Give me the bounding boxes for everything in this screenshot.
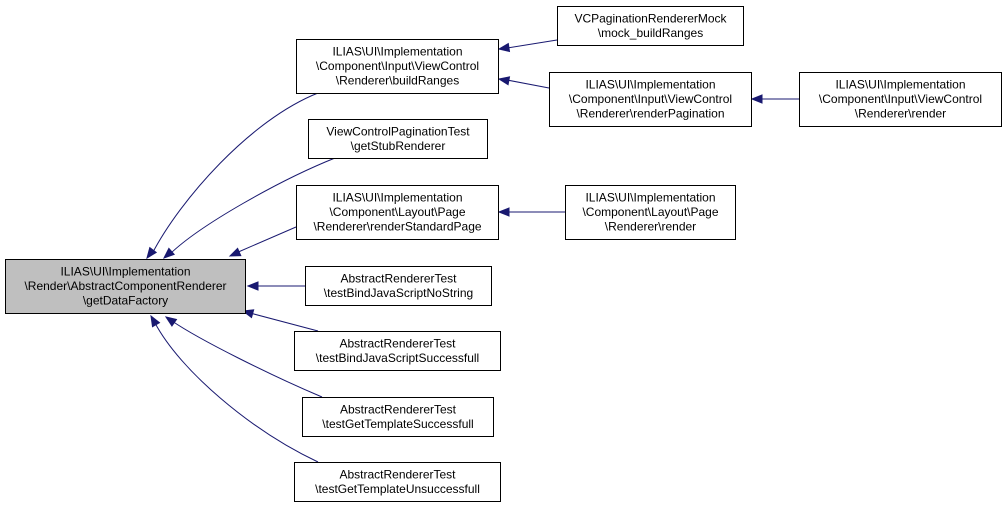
node-box [549, 72, 752, 127]
node-label-line: \getDataFactory [83, 294, 168, 308]
node-label-line: \testBindJavaScriptSuccessfull [316, 351, 479, 365]
node-box [302, 397, 494, 437]
arrowhead-icon [228, 247, 242, 257]
edge-viewControlRender-to-renderPagination [750, 94, 799, 104]
node-viewControlRender[interactable]: ILIAS\UI\Implementation\Component\Input\… [799, 72, 1002, 127]
edge-renderPagination-to-buildRanges [497, 76, 550, 89]
node-box [308, 119, 488, 159]
node-box [565, 185, 736, 240]
node-label-line: \Render\AbstractComponentRenderer [24, 279, 226, 293]
node-label-line: \Renderer\buildRanges [336, 74, 459, 88]
node-testGetTemplateSuccessfull[interactable]: AbstractRendererTest\testGetTemplateSucc… [302, 397, 494, 437]
node-label-line: \mock_buildRanges [598, 26, 703, 40]
edge-line [235, 226, 297, 254]
node-box [296, 39, 499, 94]
node-mock_buildRanges[interactable]: VCPaginationRendererMock\mock_buildRange… [557, 6, 744, 46]
arrowhead-icon [146, 246, 158, 260]
edge-line [154, 322, 319, 463]
node-label-line: \Component\Input\ViewControl [819, 92, 982, 106]
arrowhead-icon [497, 76, 511, 86]
node-label-line: \Component\Layout\Page [329, 205, 465, 219]
node-label-line: VCPaginationRendererMock [574, 11, 727, 25]
node-label-line: \testGetTemplateSuccessfull [322, 417, 473, 431]
edge-line [171, 320, 323, 398]
node-layoutPageRender[interactable]: ILIAS\UI\Implementation\Component\Layout… [565, 185, 736, 240]
node-box [5, 259, 246, 314]
edge-line [249, 312, 319, 332]
arrowhead-icon [150, 314, 161, 328]
node-testBindJavaScriptSuccessfull[interactable]: AbstractRendererTest\testBindJavaScriptS… [294, 331, 501, 371]
node-label-line: \Component\Input\ViewControl [569, 92, 732, 106]
node-box [294, 331, 501, 371]
node-box [799, 72, 1002, 127]
node-label-line: AbstractRendererTest [339, 336, 456, 350]
node-label-line: \Component\Input\ViewControl [316, 59, 479, 73]
node-box [557, 6, 744, 46]
arrowhead-icon [162, 247, 176, 259]
node-testGetTemplateUnsuccessfull[interactable]: AbstractRendererTest\testGetTemplateUnsu… [294, 462, 501, 502]
edge-testGetTemplateSuccessfull-to-getDataFactory [164, 316, 323, 398]
node-label-line: \Renderer\renderStandardPage [313, 220, 481, 234]
nodes-layer: ILIAS\UI\Implementation\Render\AbstractC… [5, 6, 1002, 502]
edge-mock_buildRanges-to-buildRanges [497, 39, 558, 53]
node-label-line: ILIAS\UI\Implementation [60, 265, 190, 279]
node-renderPagination[interactable]: ILIAS\UI\Implementation\Component\Input\… [549, 72, 752, 127]
node-label-line: AbstractRendererTest [340, 271, 457, 285]
node-label-line: ViewControlPaginationTest [326, 124, 470, 138]
node-testBindJavaScriptNoString[interactable]: AbstractRendererTest\testBindJavaScriptN… [305, 266, 492, 306]
arrowhead-icon [750, 94, 763, 104]
edge-testBindJavaScriptSuccessfull-to-getDataFactory [241, 309, 319, 332]
node-label-line: ILIAS\UI\Implementation [585, 78, 715, 92]
node-label-line: \Renderer\renderPagination [576, 107, 724, 121]
edge-buildRanges-to-getDataFactory [146, 92, 319, 260]
node-label-line: AbstractRendererTest [339, 467, 456, 481]
node-label-line: \testBindJavaScriptNoString [324, 286, 473, 300]
node-label-line: ILIAS\UI\Implementation [835, 78, 965, 92]
node-label-line: \Component\Layout\Page [582, 205, 718, 219]
edge-testGetTemplateUnsuccessfull-to-getDataFactory [150, 314, 319, 463]
node-label-line: ILIAS\UI\Implementation [332, 191, 462, 205]
node-box [294, 462, 501, 502]
node-getStubRenderer[interactable]: ViewControlPaginationTest\getStubRendere… [308, 119, 488, 159]
edge-getStubRenderer-to-getDataFactory [162, 157, 336, 259]
node-box [296, 185, 499, 240]
arrowhead-icon [164, 316, 178, 327]
node-getDataFactory[interactable]: ILIAS\UI\Implementation\Render\AbstractC… [5, 259, 246, 314]
arrowhead-icon [246, 281, 259, 291]
node-label-line: \Renderer\render [605, 220, 696, 234]
edge-line [151, 92, 319, 255]
node-label-line: AbstractRendererTest [340, 402, 457, 416]
node-label-line: \Renderer\render [855, 107, 946, 121]
node-label-line: ILIAS\UI\Implementation [332, 45, 462, 59]
edge-line [506, 79, 550, 89]
arrowhead-icon [497, 207, 510, 217]
node-label-line: ILIAS\UI\Implementation [585, 191, 715, 205]
node-box [305, 266, 492, 306]
edge-layoutPageRender-to-renderStandardPage [497, 207, 565, 217]
edge-testBindJavaScriptNoString-to-getDataFactory [246, 281, 305, 291]
node-renderStandardPage[interactable]: ILIAS\UI\Implementation\Component\Layout… [296, 185, 499, 240]
edge-renderStandardPage-to-getDataFactory [228, 226, 297, 257]
arrowhead-icon [497, 42, 511, 53]
node-label-line: \testGetTemplateUnsuccessfull [315, 482, 480, 496]
edge-line [169, 157, 336, 255]
node-buildRanges[interactable]: ILIAS\UI\Implementation\Component\Input\… [296, 39, 499, 94]
node-label-line: \getStubRenderer [351, 139, 446, 153]
edge-line [506, 39, 558, 49]
